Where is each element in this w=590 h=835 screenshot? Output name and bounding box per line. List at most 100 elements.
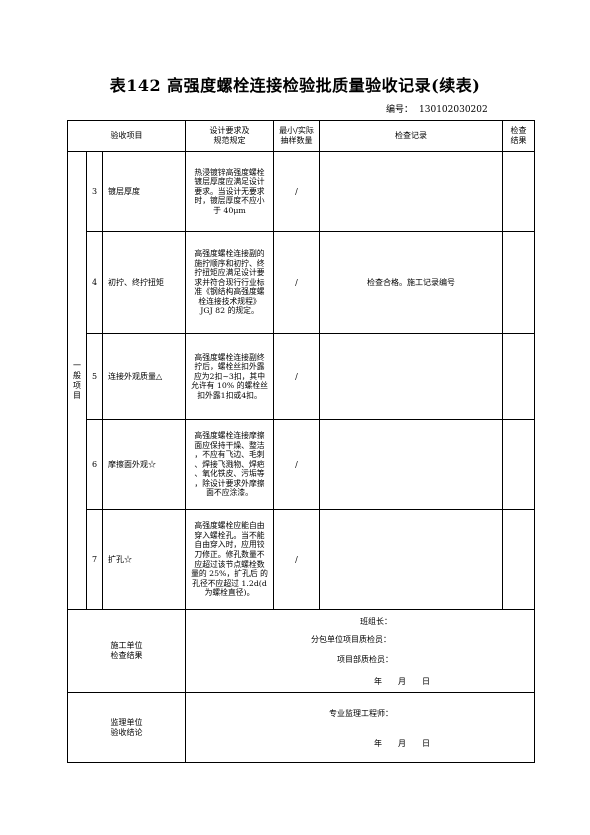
row-sample: /: [273, 509, 320, 610]
row-sample: /: [273, 419, 320, 510]
row-number: 4: [86, 231, 103, 334]
table-row: 5 连接外观质量△ 高强度螺栓连接副终 拧后，螺栓丝扣外露 应为2扣~3扣，其中…: [68, 333, 535, 420]
row-result[interactable]: [502, 231, 535, 334]
construction-unit-signatures[interactable]: 班组长： 分包单位项目质检员： 项目部质检员： 年 月 日: [185, 609, 535, 693]
requirement-line: 穿入螺栓孔。当不能: [194, 530, 265, 540]
row-item-name: 扩孔☆: [102, 509, 186, 610]
header-result-line: 结果: [510, 136, 527, 145]
supervision-unit-label-line: 验收结论: [110, 727, 143, 737]
requirement-line: 准《钢结构高强度螺: [194, 287, 265, 297]
row-item-name: 摩擦面外观☆: [102, 419, 186, 510]
sub-inspector-label: 分包单位项目质检员：: [311, 635, 391, 644]
header-requirement: 设计要求及 规范规定: [185, 120, 274, 152]
requirement-line: JGJ 82 的规定。: [200, 306, 259, 316]
requirement-line: ，除设计要求外摩擦: [194, 478, 265, 488]
construction-unit-label-line: 检查结果: [110, 651, 143, 660]
row-record[interactable]: [319, 509, 503, 610]
header-sample-line: 抽样数量: [280, 136, 313, 145]
requirement-line: 应为2扣~3扣，其中: [193, 371, 266, 381]
header-sample: 最小/实际 抽样数量: [273, 120, 320, 152]
inspection-table: 验收项目 设计要求及 规范规定 最小/实际 抽样数量 检查记录 检查 结果 一 …: [67, 120, 535, 763]
requirement-line: 要求。当设计无要求: [194, 186, 265, 196]
supervision-unit-row: 监理单位 验收结论 专业监理工程师： 年 月 日: [67, 692, 535, 763]
document-number: 编号： 130102030202: [386, 102, 488, 115]
general-items-char: 般: [73, 370, 81, 380]
header-item: 验收项目: [67, 120, 186, 152]
requirement-line: 刀修正。修孔数量不: [194, 549, 265, 559]
supervision-date: 年 月 日: [374, 739, 430, 748]
requirement-line: 施拧顺序和初拧、终: [194, 258, 265, 268]
row-item-name: 连接外观质量△: [102, 333, 186, 420]
row-result[interactable]: [502, 509, 535, 610]
row-number: 5: [86, 333, 103, 420]
requirement-line: 应超过该节点螺栓数: [194, 559, 265, 569]
requirement-line: 于 40μm: [213, 205, 246, 215]
header-result: 检查 结果: [502, 120, 535, 152]
document-number-value: 130102030202: [419, 105, 488, 115]
header-requirement-line: 设计要求及: [209, 126, 250, 135]
row-number: 6: [86, 419, 103, 510]
supervision-engineer-label: 专业监理工程师：: [329, 709, 393, 718]
requirement-line: 高强度螺栓连接摩擦: [194, 430, 265, 440]
header-requirement-line: 规范规定: [213, 136, 246, 145]
requirement-line: 热浸镀锌高强度螺栓: [194, 167, 265, 177]
construction-unit-label-line: 施工单位: [110, 641, 143, 650]
requirement-line: 为螺栓直径)。: [204, 588, 255, 598]
row-sample: /: [273, 231, 320, 334]
table-row: 7 扩孔☆ 高强度螺栓应能自由 穿入螺栓孔。当不能 自由穿入时，应用铰 刀修正。…: [68, 509, 535, 610]
row-requirement: 高强度螺栓连接摩擦 面应保持干燥、整洁 ，不应有飞边、毛刺 、焊接飞溅物、焊疤 …: [185, 419, 274, 510]
construction-unit-row: 施工单位 检查结果 班组长： 分包单位项目质检员： 项目部质检员： 年 月 日: [67, 609, 535, 693]
general-items-label: 一 般 项 目: [67, 151, 87, 610]
header-record: 检查记录: [319, 120, 503, 152]
requirement-line: 高强度螺栓连接副的: [194, 248, 265, 258]
row-record[interactable]: [319, 333, 503, 420]
requirement-line: 扣外露1扣或4扣。: [197, 390, 262, 400]
requirement-line: ，不应有飞边、毛刺: [194, 450, 265, 460]
document-number-label: 编号：: [386, 105, 414, 115]
team-leader-label: 班组长：: [360, 617, 392, 626]
row-result[interactable]: [502, 333, 535, 420]
row-record[interactable]: [319, 151, 503, 232]
requirement-line: 高强度螺栓应能自由: [194, 521, 265, 531]
row-item-name: 初拧、终拧扭矩: [102, 231, 186, 334]
table-header-row: 验收项目 设计要求及 规范规定 最小/实际 抽样数量 检查记录 检查 结果: [67, 120, 535, 152]
requirement-line: 拧扭矩应满足设计要: [194, 268, 265, 278]
requirement-line: 镀层厚度应满足设计: [194, 177, 265, 187]
table-row: 6 摩擦面外观☆ 高强度螺栓连接摩擦 面应保持干燥、整洁 ，不应有飞边、毛刺 、…: [68, 419, 535, 510]
supervision-unit-label: 监理单位 验收结论: [67, 692, 186, 763]
requirement-line: 孔径不应超过 1.2d(d: [192, 578, 267, 588]
row-number: 3: [86, 151, 103, 232]
row-requirement: 高强度螺栓连接副的 施拧顺序和初拧、终 拧扭矩应满足设计要 求并符合现行行业标 …: [185, 231, 274, 334]
project-inspector-label: 项目部质检员：: [337, 655, 393, 664]
supervision-unit-signatures[interactable]: 专业监理工程师： 年 月 日: [185, 692, 535, 763]
general-items-char: 项: [73, 380, 81, 390]
requirement-line: 面应保持干燥、整洁: [194, 440, 265, 450]
requirement-line: 时，镀层厚度不应小: [194, 196, 265, 206]
requirement-line: 量的 25%，扩孔后 的: [191, 569, 268, 579]
page-title: 表142 高强度螺栓连接检验批质量验收记录(续表): [109, 76, 481, 95]
requirement-line: 求并符合现行行业标: [194, 277, 265, 287]
table-row: 一 般 项 目 3 镀层厚度 热浸镀锌高强度螺栓 镀层厚度应满足设计 要求。当设…: [67, 151, 535, 610]
row-result[interactable]: [502, 151, 535, 232]
requirement-line: 、氧化铁皮、污垢等: [194, 469, 265, 479]
row-sample: /: [273, 151, 320, 232]
row-item-name: 镀层厚度: [102, 151, 186, 232]
requirement-line: 自由穿入时，应用铰: [194, 540, 265, 550]
requirement-line: 面不应涂漆。: [206, 488, 253, 498]
requirement-line: 、焊接飞溅物、焊疤: [194, 459, 265, 469]
row-requirement: 热浸镀锌高强度螺栓 镀层厚度应满足设计 要求。当设计无要求 时，镀层厚度不应小 …: [185, 151, 274, 232]
requirement-line: 栓连接技术规程》: [198, 296, 261, 306]
row-requirement: 高强度螺栓连接副终 拧后，螺栓丝扣外露 应为2扣~3扣，其中 允许有 10% 的…: [185, 333, 274, 420]
requirement-line: 允许有 10% 的螺栓丝: [191, 381, 268, 391]
construction-date: 年 月 日: [374, 677, 430, 686]
construction-unit-label: 施工单位 检查结果: [67, 609, 186, 693]
row-sample: /: [273, 333, 320, 420]
row-number: 7: [86, 509, 103, 610]
row-record[interactable]: 检查合格。施工记录编号: [319, 231, 503, 334]
row-requirement: 高强度螺栓应能自由 穿入螺栓孔。当不能 自由穿入时，应用铰 刀修正。修孔数量不 …: [185, 509, 274, 610]
requirement-line: 拧后，螺栓丝扣外露: [194, 362, 265, 372]
row-record[interactable]: [319, 419, 503, 510]
header-result-line: 检查: [510, 126, 527, 135]
general-items-char: 目: [73, 390, 81, 400]
row-result[interactable]: [502, 419, 535, 510]
